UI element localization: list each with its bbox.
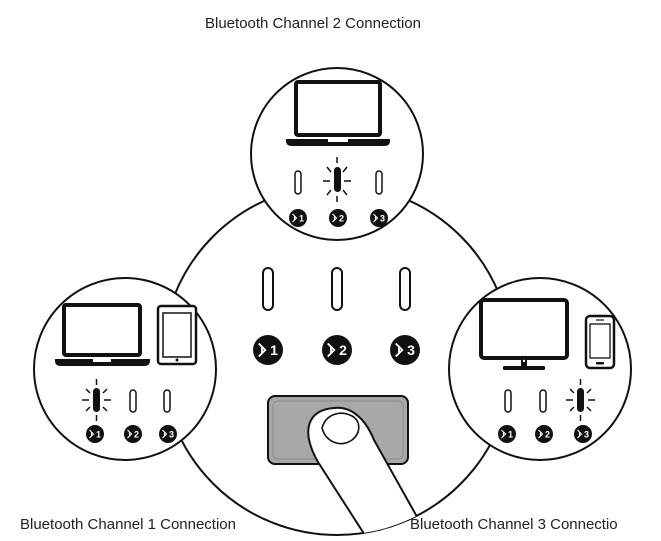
caption-channel-2: Bluetooth Channel 2 Connection: [205, 15, 421, 32]
ch2-led-2-active: [323, 157, 351, 202]
main-badge-3: 3: [390, 335, 420, 365]
ch1-led-3: [163, 389, 171, 413]
ch1-led-2: [129, 389, 137, 413]
ch1-badge-2: 2: [124, 425, 142, 443]
ch2-badge-1: 1: [289, 209, 307, 227]
ch1-led-1-active: [82, 379, 111, 421]
laptop-icon: [55, 303, 150, 366]
monitor-icon: [479, 298, 569, 370]
main-badge-3-label: 3: [407, 342, 415, 358]
ch2-led-1: [294, 170, 302, 195]
laptop-icon: [286, 80, 390, 146]
ch2-badge-2-label: 2: [339, 214, 344, 224]
ch3-badge-1: 1: [498, 425, 516, 443]
ch3-led-1: [504, 389, 512, 413]
ch3-badge-1-label: 1: [508, 430, 513, 440]
ch1-badge-2-label: 2: [134, 430, 139, 440]
ch2-badge-3-label: 3: [380, 214, 385, 224]
ch3-badge-3-label: 3: [584, 430, 589, 440]
caption-channel-3: Bluetooth Channel 3 Connectio: [410, 516, 618, 533]
channel-3-panel: 1 2 3: [448, 277, 632, 461]
ch3-badge-2-label: 2: [545, 430, 550, 440]
tablet-icon: [156, 304, 198, 366]
ch3-badge-2: 2: [535, 425, 553, 443]
ch3-badge-3: 3: [574, 425, 592, 443]
main-led-1: [262, 267, 274, 311]
main-badge-1: 1: [253, 335, 283, 365]
ch3-led-2: [539, 389, 547, 413]
ch2-badge-2: 2: [329, 209, 347, 227]
ch1-badge-3-label: 3: [169, 430, 174, 440]
ch2-badge-1-label: 1: [299, 214, 304, 224]
main-badge-2: 2: [322, 335, 352, 365]
channel-2-panel: 1 2 3: [250, 67, 424, 241]
main-led-2: [331, 267, 343, 311]
channel-1-panel: 1 2 3: [33, 277, 217, 461]
caption-channel-1: Bluetooth Channel 1 Connection: [20, 516, 236, 533]
main-led-3: [399, 267, 411, 311]
ch2-badge-3: 3: [370, 209, 388, 227]
ch2-led-3: [375, 170, 383, 195]
ch3-led-3-active: [566, 379, 595, 421]
main-badge-2-label: 2: [339, 342, 347, 358]
finger-icon: [307, 406, 432, 535]
smartphone-icon: [584, 314, 616, 370]
ch1-badge-1: 1: [86, 425, 104, 443]
ch1-badge-3: 3: [159, 425, 177, 443]
ch1-badge-1-label: 1: [96, 430, 101, 440]
main-badge-1-label: 1: [270, 342, 278, 358]
